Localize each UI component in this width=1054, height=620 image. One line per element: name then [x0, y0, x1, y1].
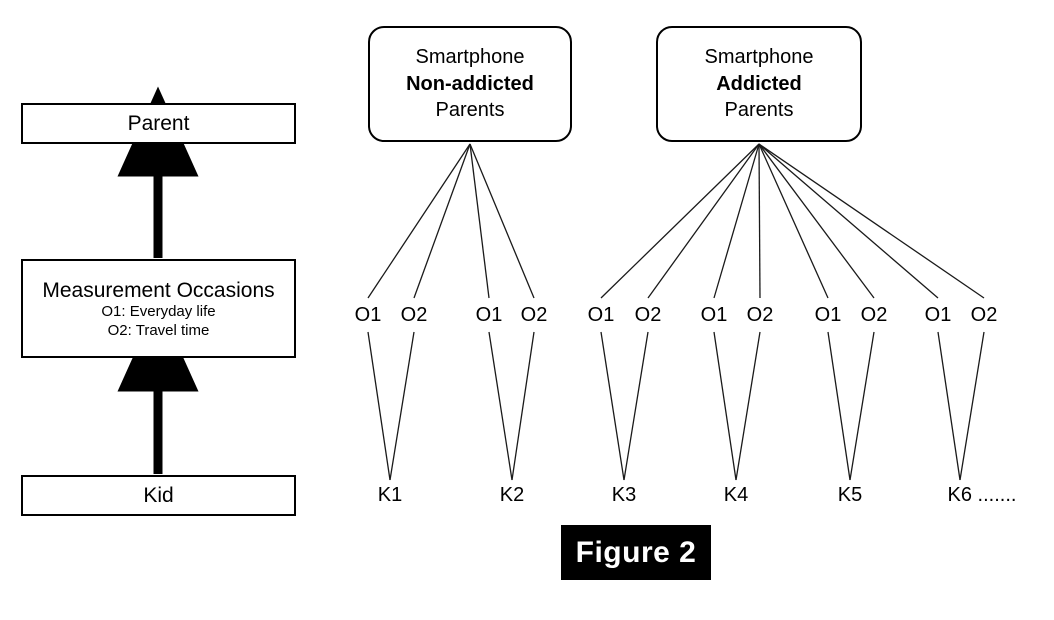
parent-box-label: Parent: [127, 111, 190, 135]
measurement-occasions-box: Measurement Occasions O1: Everyday life …: [21, 259, 296, 358]
group-0-line-2: Non-addicted: [406, 72, 534, 95]
kid-label: K4: [723, 484, 749, 506]
kid-box: Kid: [21, 475, 296, 516]
occasion-label: O2: [400, 304, 428, 326]
occasion-label: O1: [924, 304, 952, 326]
measurement-occasions-line-2: O2: Travel time: [107, 322, 210, 340]
kid-label: K5: [837, 484, 863, 506]
kid-label: K3: [611, 484, 637, 506]
kid-label: K6 .......: [947, 484, 1017, 506]
group-0-line-1: Smartphone: [415, 46, 525, 69]
figure-caption: Figure 2: [561, 525, 711, 580]
kid-label: K1: [377, 484, 403, 506]
group-box-addicted: Smartphone Addicted Parents: [656, 26, 862, 142]
occasion-label: O2: [634, 304, 662, 326]
fan-group-1: [600, 143, 985, 299]
measurement-occasions-line-1: O1: Everyday life: [101, 303, 216, 321]
group-1-line-1: Smartphone: [704, 46, 814, 69]
parent-box: Parent: [21, 103, 296, 144]
occasion-label: O1: [814, 304, 842, 326]
occasion-label: O2: [746, 304, 774, 326]
occasion-label: O2: [520, 304, 548, 326]
group-1-line-2: Addicted: [716, 72, 802, 95]
occasion-label: O1: [354, 304, 382, 326]
kid-label: K2: [499, 484, 525, 506]
fan-group-0: [367, 143, 535, 299]
occasion-label: O2: [860, 304, 888, 326]
measurement-occasions-title: Measurement Occasions: [42, 278, 275, 302]
group-0-line-3: Parents: [435, 99, 505, 122]
occasion-label: O1: [587, 304, 615, 326]
occasion-label: O1: [700, 304, 728, 326]
occasion-label: O1: [475, 304, 503, 326]
kid-box-label: Kid: [143, 483, 174, 507]
occasion-label: O2: [970, 304, 998, 326]
occasion-to-kid-connectors: [367, 331, 985, 481]
group-box-non-addicted: Smartphone Non-addicted Parents: [368, 26, 572, 142]
group-1-line-3: Parents: [724, 99, 794, 122]
